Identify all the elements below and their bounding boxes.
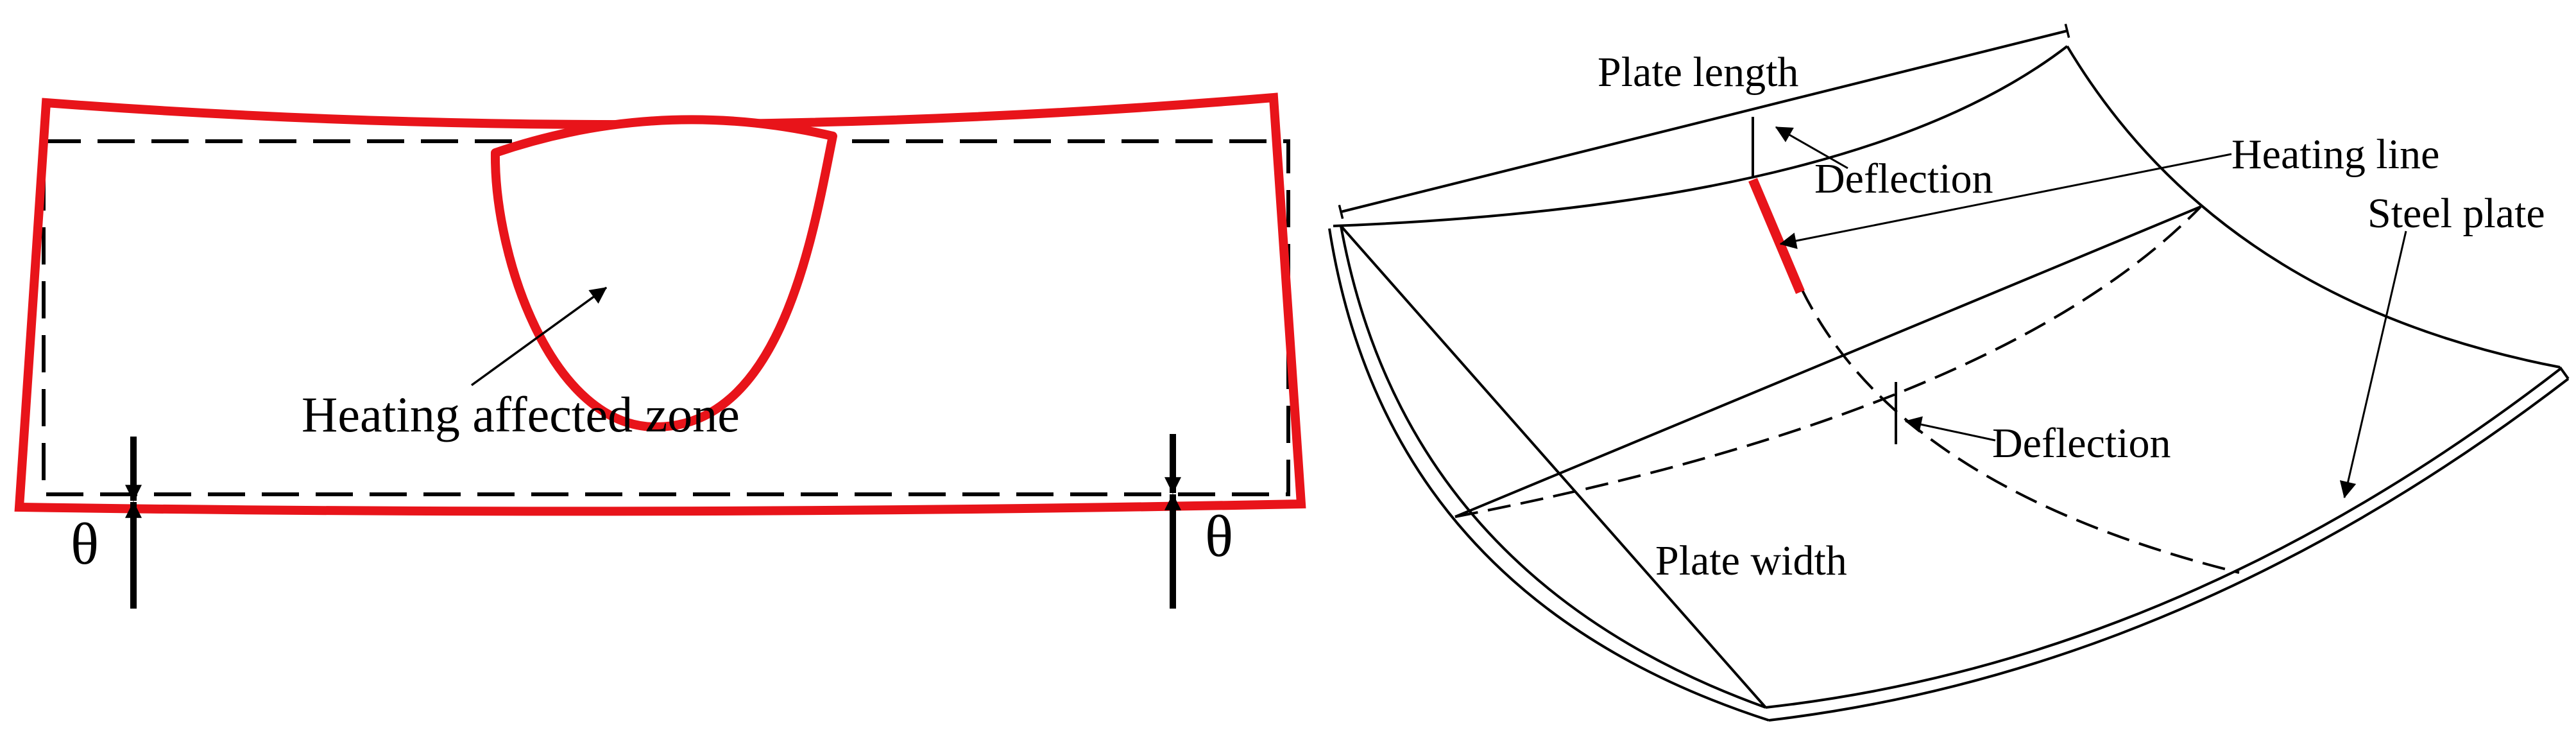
plate-diagonal bbox=[1340, 225, 1767, 709]
deformed-plate-outline bbox=[14, 92, 1306, 516]
longitudinal-dashed-curve bbox=[1800, 288, 2240, 574]
deflection-mid-leader bbox=[1904, 416, 1996, 442]
plate-width-label: Plate width bbox=[1655, 537, 1847, 584]
steel-plate-label: Steel plate bbox=[2367, 190, 2545, 237]
theta-left-label: θ bbox=[71, 511, 99, 577]
left-panel: Heating affected zone θ θ bbox=[14, 92, 1306, 609]
heating-affected-zone bbox=[490, 115, 837, 431]
plate-back-edge bbox=[1333, 45, 2068, 227]
plate-front-edge-outer bbox=[1768, 377, 2570, 722]
plate-front-edge-inner bbox=[1765, 368, 2561, 709]
steel-plate-leader bbox=[2339, 230, 2407, 499]
right-panel-labels: Plate length Deflection Heating line Ste… bbox=[1598, 49, 2545, 584]
heating-line-label: Heating line bbox=[2231, 131, 2439, 178]
hez-label: Heating affected zone bbox=[302, 386, 740, 442]
plate-left-edge-outer bbox=[1328, 228, 1770, 722]
theta-right-label: θ bbox=[1205, 503, 1233, 569]
plate-length-dimension bbox=[1338, 23, 2070, 220]
deflection-mid-label: Deflection bbox=[1992, 420, 2171, 467]
deflection-top-leader bbox=[1775, 126, 1848, 169]
heating-line-leader bbox=[1779, 153, 2232, 249]
transverse-dashed-curve bbox=[1454, 205, 2202, 518]
plate-right-edge-thickness bbox=[2559, 366, 2570, 380]
hez-leader-arrow bbox=[470, 286, 608, 386]
deflection-top-label: Deflection bbox=[1814, 155, 1993, 202]
plate-length-label: Plate length bbox=[1598, 49, 1798, 96]
plate-left-edge-inner bbox=[1340, 225, 1766, 709]
hez-top-mask bbox=[497, 119, 831, 153]
heating-line bbox=[1748, 178, 1805, 294]
right-panel bbox=[1328, 23, 2570, 722]
plate-right-edge bbox=[2066, 45, 2561, 368]
transverse-line bbox=[1454, 205, 2201, 518]
